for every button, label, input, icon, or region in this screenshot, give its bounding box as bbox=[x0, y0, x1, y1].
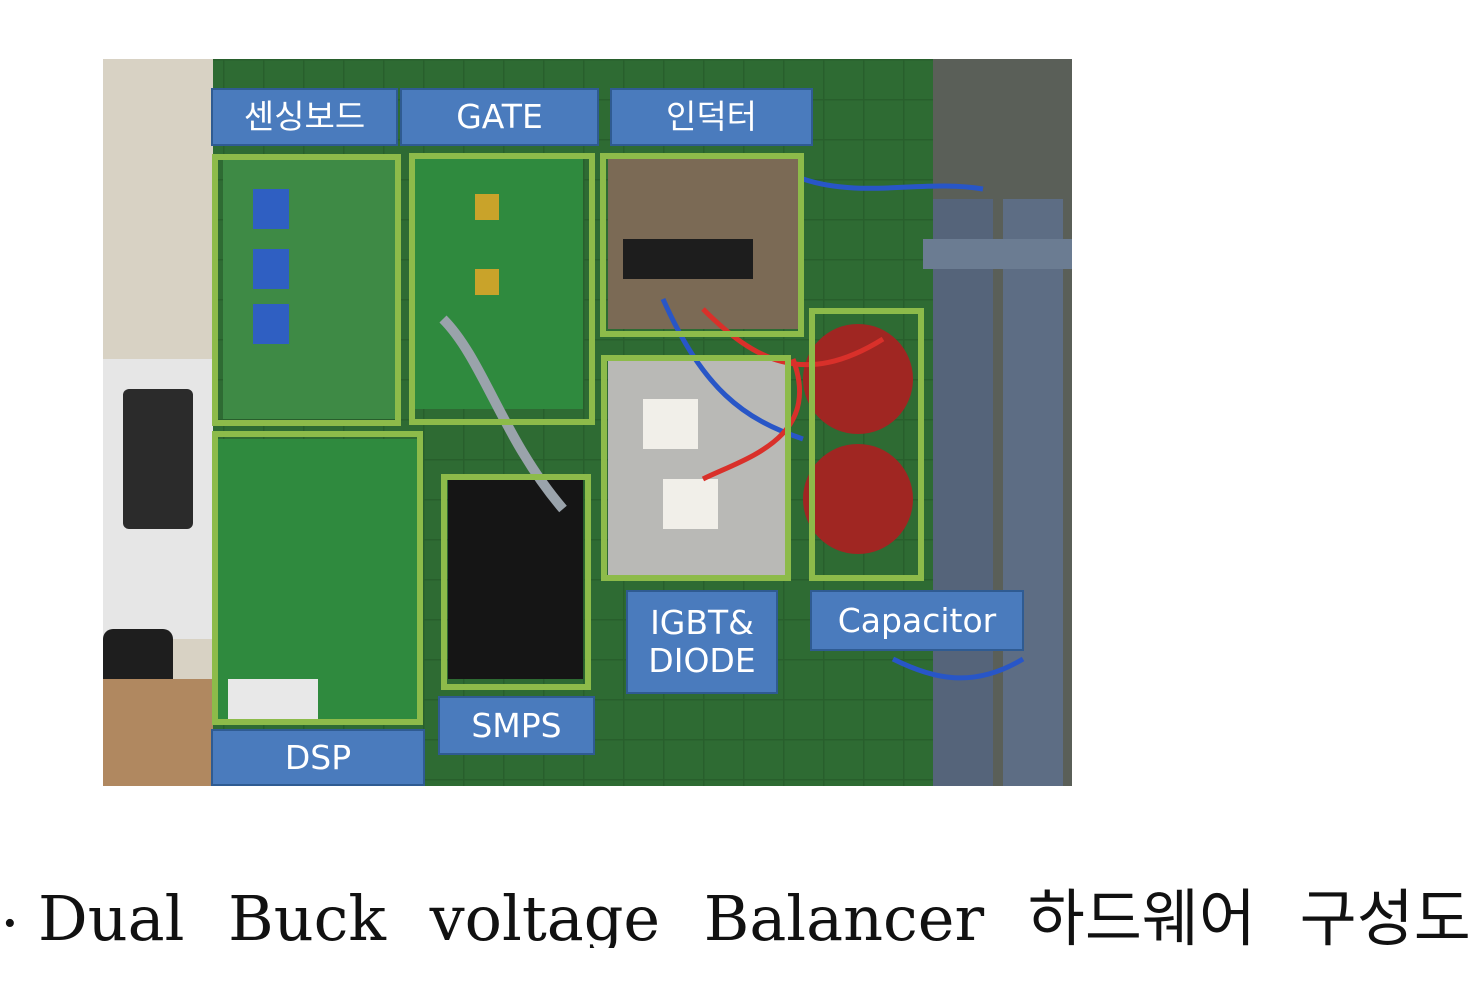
sensing-board-box bbox=[212, 154, 401, 426]
smps-label: SMPS bbox=[438, 696, 595, 755]
caption-prefix: . bbox=[0, 868, 20, 941]
igbt-diode-box bbox=[601, 355, 791, 581]
gate-board-box bbox=[409, 153, 595, 425]
capacitor-label: Capacitor bbox=[810, 590, 1024, 651]
figure-caption: . Dual Buck voltage Balancer 하드웨어 구성도 bbox=[0, 868, 1471, 948]
hardware-photo-drawing bbox=[103, 59, 1072, 786]
gate-label: GATE bbox=[400, 88, 599, 146]
inductor-box bbox=[600, 153, 804, 337]
hardware-photo: 센싱보드 GATE 인덕터 DSP SMPS IGBT& DIODE Capac… bbox=[103, 59, 1072, 786]
caption-text: Dual Buck voltage Balancer 하드웨어 구성도 bbox=[38, 882, 1471, 948]
dsp-board-box bbox=[212, 431, 423, 725]
sensing-board-label: 센싱보드 bbox=[211, 88, 398, 146]
dsp-label: DSP bbox=[211, 729, 425, 786]
inductor-label: 인덕터 bbox=[610, 88, 813, 146]
capacitor-box bbox=[809, 308, 924, 581]
smps-box bbox=[441, 474, 591, 690]
igbt-diode-label: IGBT& DIODE bbox=[626, 590, 778, 694]
